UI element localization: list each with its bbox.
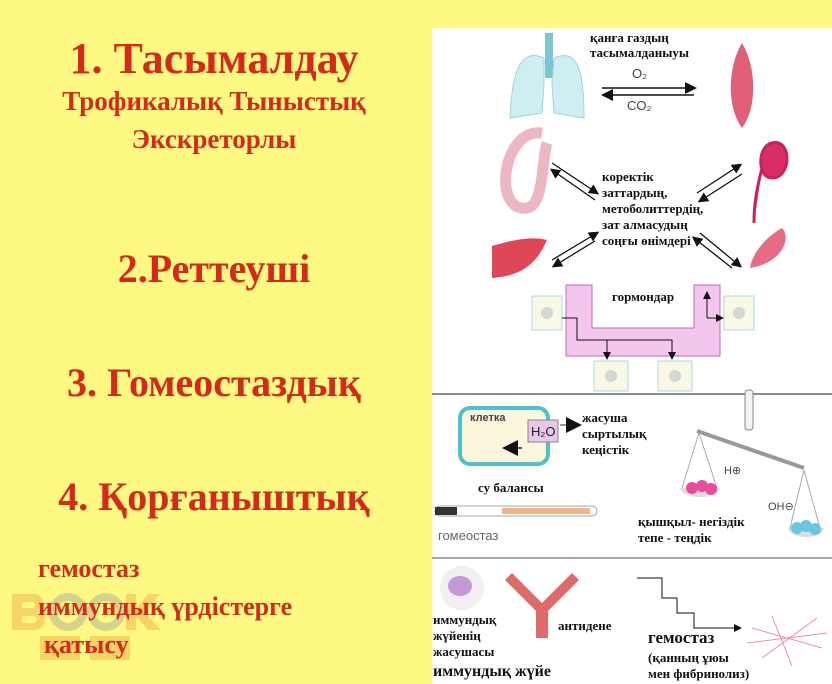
hormone-channel bbox=[565, 284, 721, 357]
co2-label: CO₂ bbox=[627, 98, 652, 113]
acid-base-label-1: қышқыл- негіздік bbox=[638, 514, 745, 529]
item2-title: 2.Реттеуші bbox=[117, 246, 311, 291]
kidney-icon bbox=[752, 141, 789, 224]
nutrients-label-3: метоболиттердің, bbox=[602, 201, 704, 216]
item4-sub-hemostasis: гемостаз bbox=[38, 554, 140, 583]
organ-icon bbox=[750, 228, 786, 268]
immune-system-label: иммундық жүйе bbox=[433, 663, 551, 680]
nutrients-label-2: заттардың, bbox=[602, 185, 668, 200]
immune-cell-label-1: иммундық bbox=[433, 612, 497, 627]
hemostasis-detail-1: (қанның ұюы bbox=[648, 650, 729, 665]
h2o-label: H₂O bbox=[531, 424, 556, 439]
diagram-drawing bbox=[432, 33, 832, 667]
gas-transport-label-1: қанға газдың bbox=[590, 30, 669, 45]
liver-icon bbox=[492, 238, 547, 278]
hormones-label: гормондар bbox=[612, 289, 675, 304]
item4-sub-immune: иммундық үрдістерге bbox=[38, 592, 293, 621]
item4-sub-participation: қатысу bbox=[44, 630, 129, 659]
oh-ion-label: OH⊖ bbox=[768, 501, 794, 513]
homeostasis-label: гомеостаз bbox=[438, 528, 499, 543]
o2-label: O₂ bbox=[632, 66, 648, 81]
watermark-logo bbox=[12, 593, 161, 660]
extracellular-label-3: кеңістік bbox=[582, 442, 630, 457]
acid-base-label-2: тепе - теңдік bbox=[638, 530, 712, 545]
h-ion-label: H⊕ bbox=[724, 465, 742, 477]
extracellular-label-2: сыртылық bbox=[582, 426, 647, 441]
water-balance-label: су балансы bbox=[478, 480, 544, 495]
diagram-panel: қанға газдың тасымалданыуы O₂ CO₂ корект… bbox=[432, 28, 832, 684]
scale-icon bbox=[680, 389, 824, 537]
antibody-label: антидене bbox=[558, 618, 612, 633]
nutrients-label-4: зат алмасудың bbox=[602, 217, 688, 232]
gas-transport-label-2: тасымалданыуы bbox=[590, 45, 690, 60]
fibrin-icon bbox=[746, 615, 828, 667]
muscle-icon bbox=[730, 43, 754, 128]
item4-title: 4. Қорғаныштық bbox=[58, 474, 370, 519]
item1-subtitle-1: Трофикалық Тыныстық bbox=[62, 86, 366, 116]
item1-title: 1. Тасымалдау bbox=[69, 34, 359, 83]
nutrients-label-1: коректік bbox=[602, 169, 654, 184]
immune-cell-label-3: жасушасы bbox=[433, 644, 495, 659]
item1-subtitle-2: Экскреторлы bbox=[131, 124, 297, 154]
thermometer-icon bbox=[434, 505, 598, 517]
item3-title: 3. Гомеостаздық bbox=[67, 360, 361, 405]
nutrients-label-5: соңғы өнімдері bbox=[602, 233, 691, 248]
intestine-icon bbox=[500, 127, 553, 214]
immune-cell-label-2: жүйенің bbox=[433, 628, 481, 643]
hemostasis-detail-2: мен фибринолиз) bbox=[648, 666, 750, 681]
hemostasis-label: гемостаз bbox=[648, 628, 715, 647]
lungs-icon bbox=[509, 33, 585, 119]
antibody-icon bbox=[505, 573, 579, 638]
cell-label: клетка bbox=[470, 412, 506, 424]
extracellular-label-1: жасуша bbox=[582, 410, 628, 425]
